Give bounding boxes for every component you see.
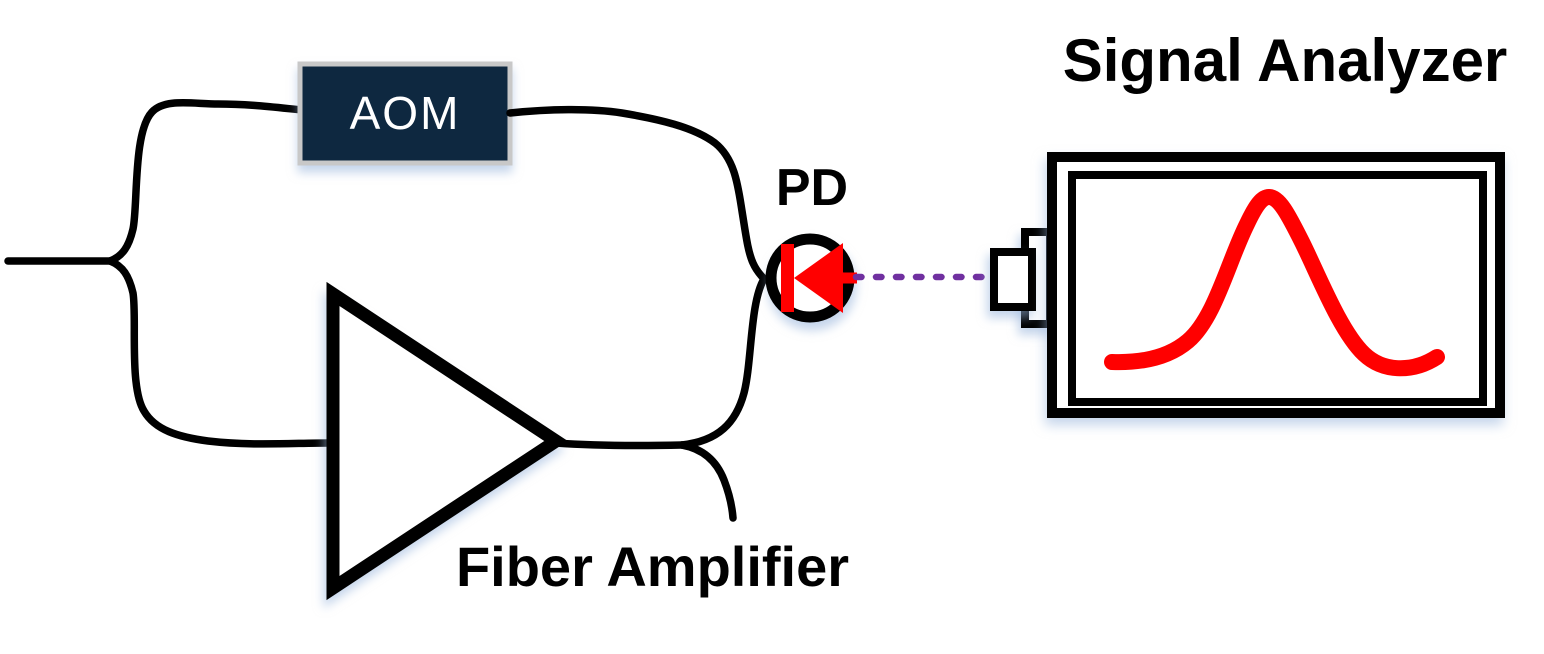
combiner-upper-arm-fiber [678,275,768,449]
splitter-top-arm-fiber [106,98,306,265]
amplifier-triangle-icon [326,281,568,601]
amplifier-output-fiber [552,439,686,450]
spectral-peak-icon [1104,188,1445,377]
combiner-unused-port-tail [678,441,737,522]
fiber-amplifier-label: Fiber Amplifier [455,535,850,598]
diode-cathode-bar [781,244,794,312]
diode-arrow-triangle [794,243,843,313]
aom-box [297,61,513,166]
aom-label: AOM [349,87,461,139]
signal-analyzer-title: Signal Analyzer [1062,27,1508,94]
splitter-bottom-arm-fiber [106,257,334,448]
analyzer-connector-plug [990,248,1036,311]
aom-output-fiber [506,105,768,283]
pd-label: PD [775,159,849,217]
